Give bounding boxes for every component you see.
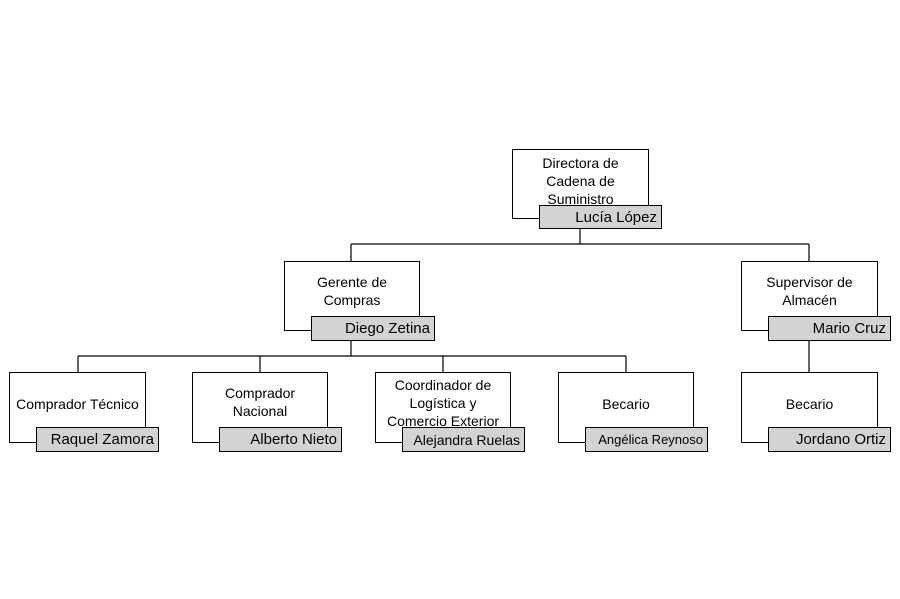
national-buyer-name: Alberto Nieto [219, 427, 342, 452]
director-name: Lucía López [539, 205, 662, 229]
logistics-coordinator-name: Alejandra Ruelas [402, 427, 525, 452]
purchasing-manager-name: Diego Zetina [311, 316, 435, 341]
warehouse-intern-name: Jordano Ortiz [768, 427, 891, 452]
warehouse-supervisor-name: Mario Cruz [768, 316, 891, 341]
purchasing-intern-name: Angélica Reynoso [585, 427, 708, 452]
technical-buyer-name: Raquel Zamora [36, 427, 159, 452]
